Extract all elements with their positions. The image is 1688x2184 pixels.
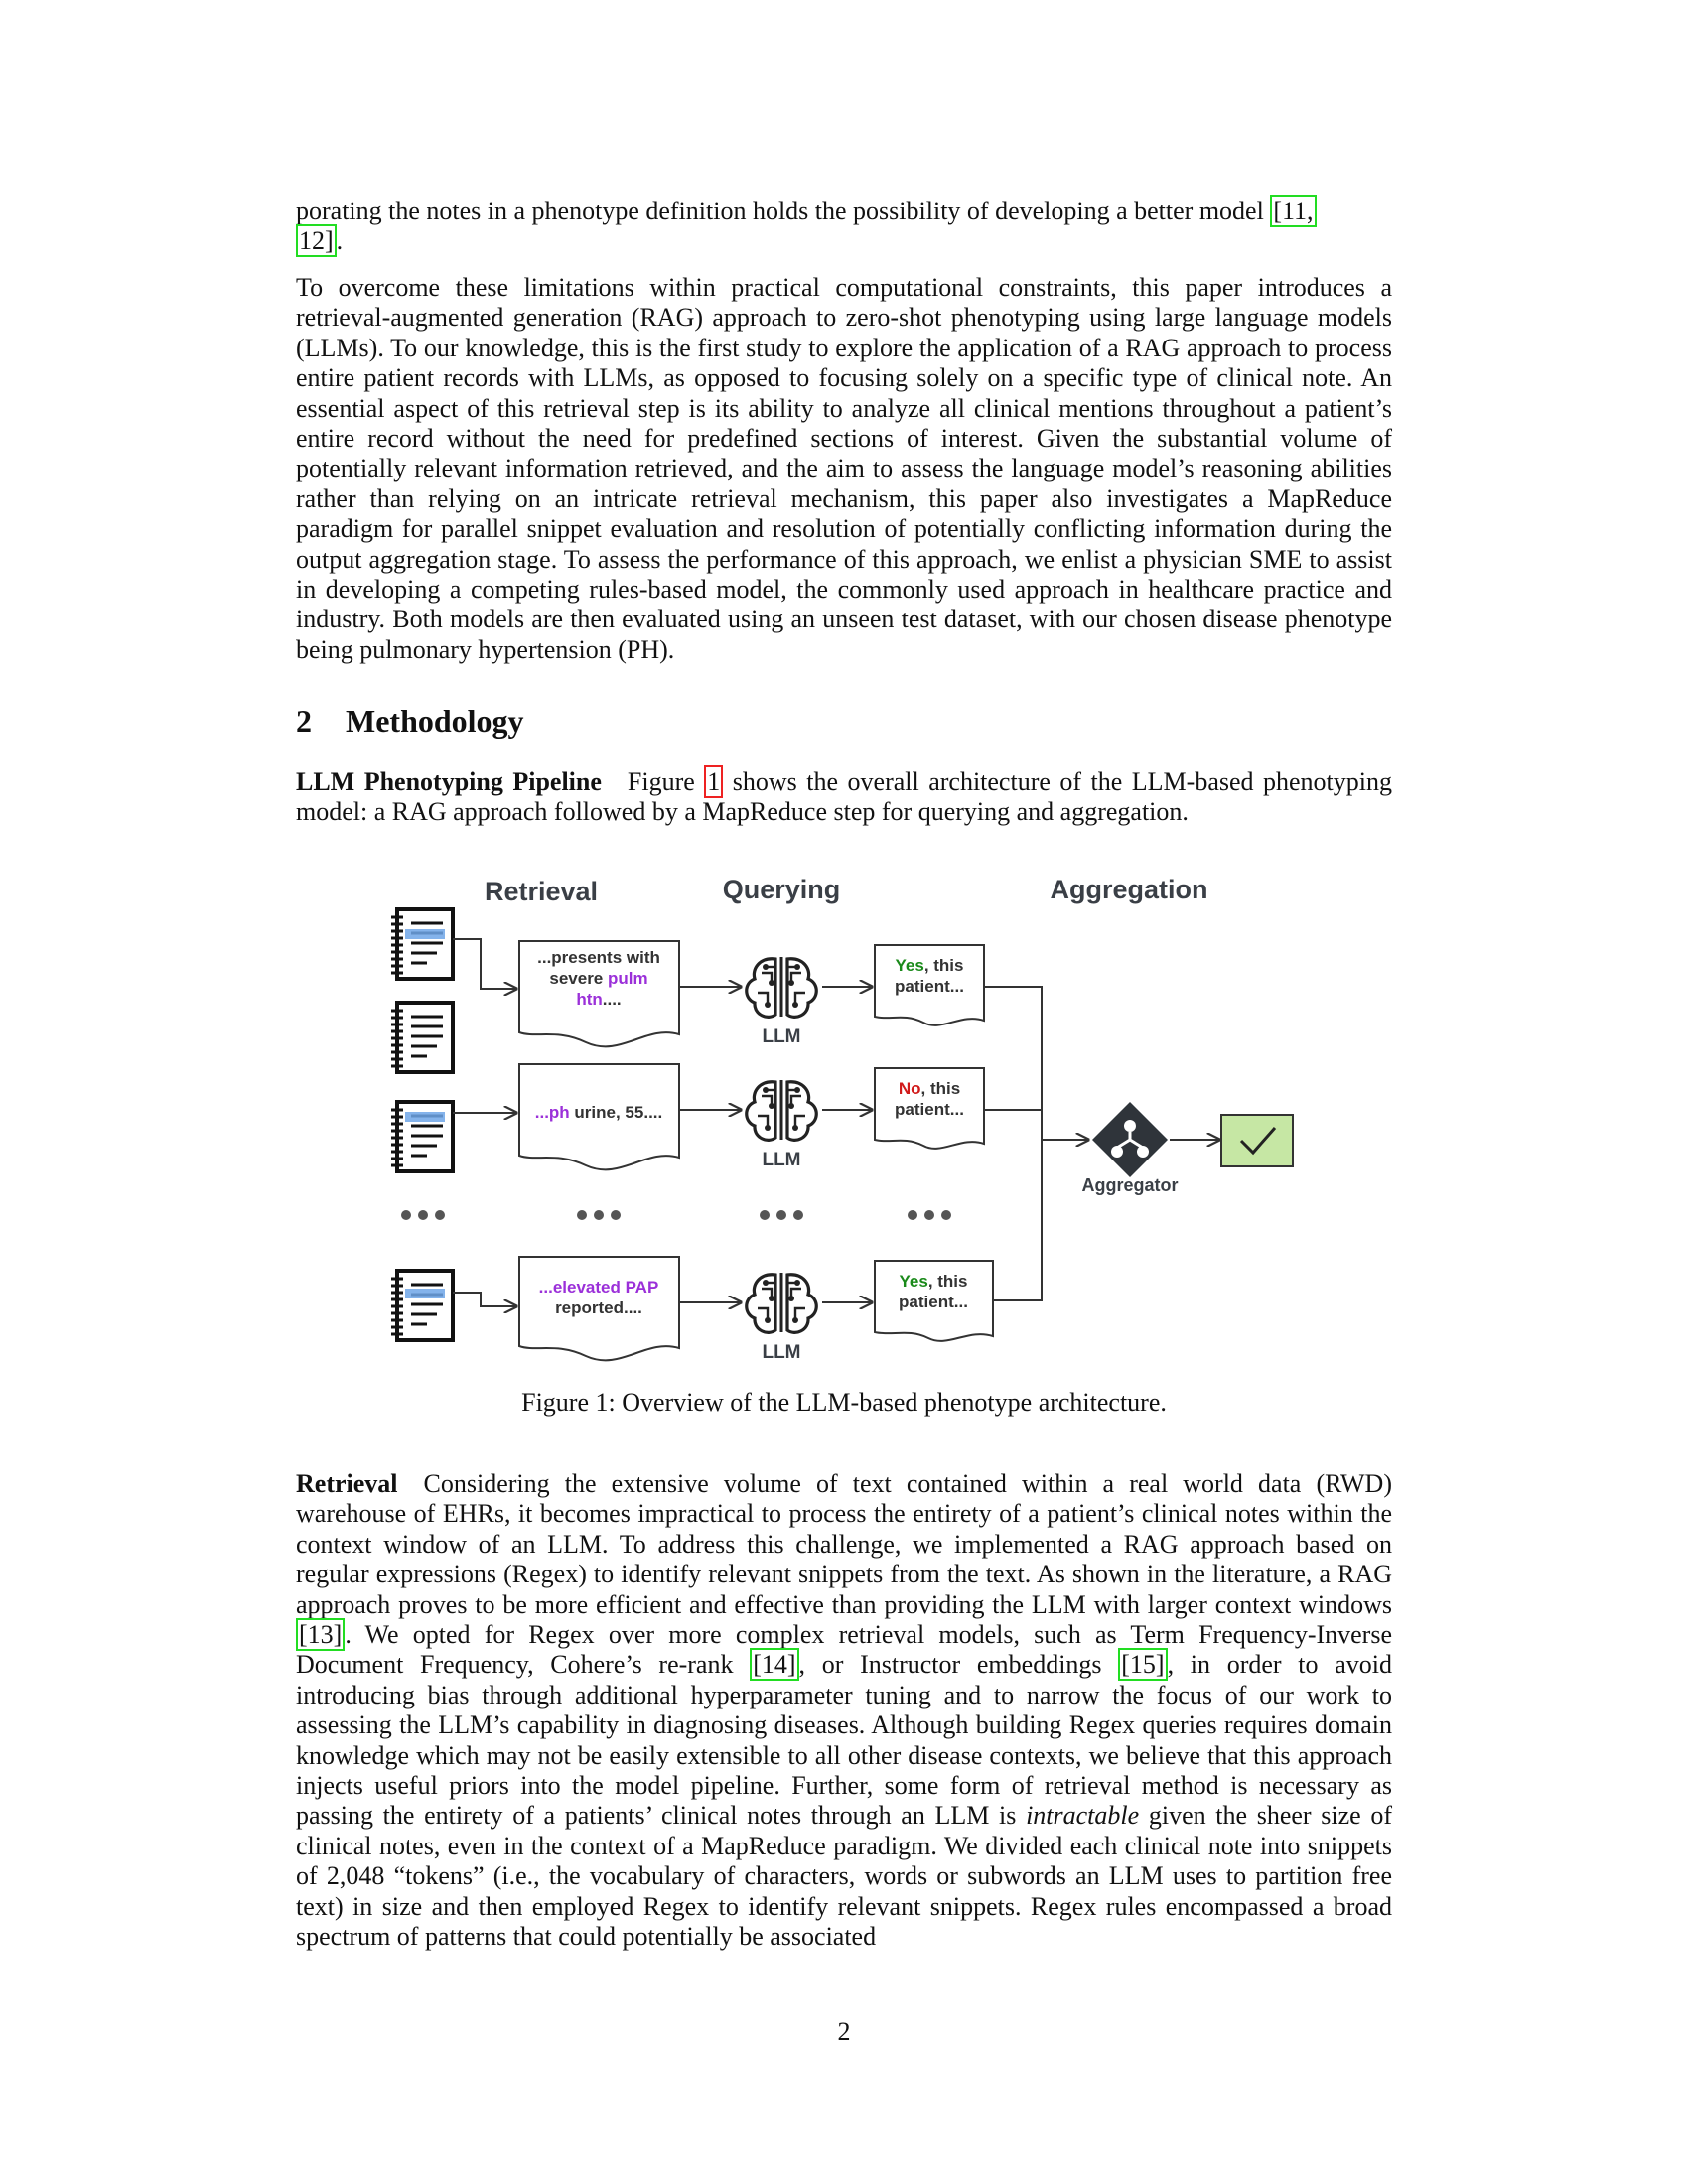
retrieval-header: Retrieval — [485, 877, 598, 906]
snippet-box: ...ph urine, 55.... — [518, 1063, 680, 1171]
llm-label: LLM — [762, 1026, 800, 1047]
paragraph-heading: LLM Phenotyping Pipeline — [296, 767, 602, 796]
citation-link[interactable]: [15] — [1118, 1648, 1168, 1682]
answer-box: Yes, this patient... — [874, 1260, 994, 1342]
svg-text:severe pulm: severe pulm — [549, 969, 647, 988]
page-number: 2 — [837, 2017, 851, 2046]
svg-text:No, this: No, this — [899, 1079, 960, 1098]
svg-text:htn....: htn.... — [576, 990, 621, 1009]
document-icon — [389, 1269, 455, 1342]
citation-link[interactable]: 12] — [296, 224, 337, 258]
llm-brain-icon — [745, 1078, 818, 1142]
citation-link[interactable]: [11, — [1270, 195, 1317, 227]
svg-text:patient...: patient... — [895, 1100, 964, 1119]
aggregator-label: Aggregator — [1081, 1175, 1178, 1195]
svg-text:patient...: patient... — [899, 1293, 968, 1311]
snippet-box: ...presents with severe pulm htn.... — [518, 940, 680, 1048]
intro-paragraph-continued: porating the notes in a phenotype defini… — [296, 195, 1392, 258]
document-icon — [389, 907, 455, 981]
figure-caption: Figure 1: Overview of the LLM-based phen… — [521, 1388, 1167, 1417]
intro-paragraph: To overcome these limitations within pra… — [296, 273, 1392, 664]
svg-text:...elevated PAP: ...elevated PAP — [539, 1278, 659, 1297]
svg-text:...presents with: ...presents with — [537, 948, 660, 967]
aggregation-header: Aggregation — [1051, 875, 1208, 904]
ellipsis-dots — [401, 1210, 951, 1220]
citation-link[interactable]: [14] — [750, 1648, 799, 1682]
check-icon — [1220, 1114, 1294, 1167]
citation-link[interactable]: [13] — [296, 1618, 346, 1652]
querying-header: Querying — [723, 875, 841, 904]
paragraph-heading: Retrieval — [296, 1469, 398, 1498]
svg-text:patient...: patient... — [895, 977, 964, 996]
svg-text:Yes, this: Yes, this — [896, 956, 964, 975]
llm-brain-icon — [745, 1271, 818, 1334]
svg-text:reported....: reported.... — [555, 1298, 642, 1317]
snippet-box: ...elevated PAP reported.... — [518, 1256, 680, 1362]
svg-text:...ph urine, 55....: ...ph urine, 55.... — [535, 1103, 663, 1122]
answer-box: Yes, this patient... — [874, 944, 985, 1026]
answer-box: No, this patient... — [874, 1067, 985, 1150]
llm-label: LLM — [762, 1342, 800, 1363]
figure-reference-link[interactable]: 1 — [704, 765, 724, 798]
llm-label: LLM — [762, 1150, 800, 1170]
svg-text:Yes, this: Yes, this — [900, 1272, 968, 1291]
document-icon — [389, 1001, 455, 1074]
aggregator-icon — [1092, 1102, 1168, 1177]
document-icon — [389, 1100, 455, 1173]
llm-brain-icon — [745, 955, 818, 1019]
